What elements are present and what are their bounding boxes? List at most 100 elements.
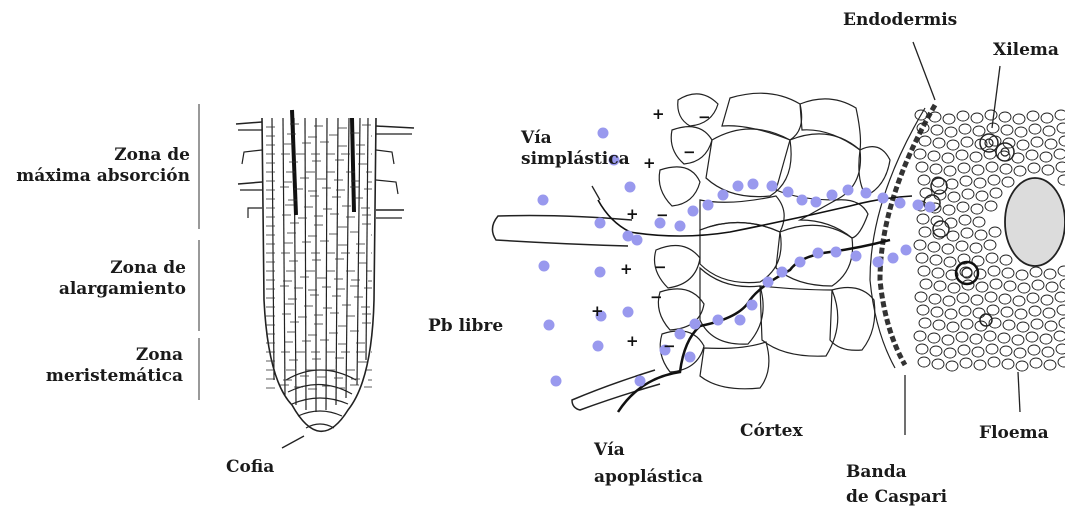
vascular-cell — [1043, 308, 1055, 318]
lead-ion-dot — [713, 315, 724, 326]
lead-ion-dot — [625, 182, 636, 193]
lead-ion-dot — [635, 376, 646, 387]
vascular-cell — [1046, 282, 1058, 292]
vascular-cell — [917, 214, 929, 224]
charge-minus: − — [663, 339, 676, 354]
vascular-cell — [914, 331, 926, 341]
lead-ion-dot — [675, 221, 686, 232]
vascular-cell — [956, 150, 968, 160]
vascular-cell — [970, 334, 982, 344]
vascular-cell — [961, 319, 973, 329]
vascular-cell — [918, 357, 930, 367]
vascular-cell — [1003, 320, 1015, 330]
vascular-cell — [1044, 360, 1056, 370]
lead-ion-dot — [735, 315, 746, 326]
vascular-cell — [1000, 164, 1012, 174]
vascular-cell — [974, 360, 986, 370]
vascular-cell — [986, 253, 998, 263]
vascular-cell — [1057, 123, 1065, 133]
vascular-cell — [1000, 346, 1012, 356]
vascular-cell — [988, 357, 1000, 367]
vascular-cell — [985, 201, 997, 211]
charge-minus: − — [654, 260, 667, 275]
vascular-cell — [931, 307, 943, 317]
vascular-cell — [1027, 111, 1039, 121]
vascular-cell — [961, 137, 973, 147]
vascular-cell — [920, 279, 932, 289]
vascular-cell — [928, 242, 940, 252]
vascular-cell — [944, 166, 956, 176]
vascular-cell — [990, 188, 1002, 198]
vascular-cell — [947, 322, 959, 332]
vascular-cell — [1014, 348, 1026, 358]
lead-ion-dot — [748, 179, 759, 190]
vascular-cell — [948, 192, 960, 202]
lead-ion-dot — [888, 253, 899, 264]
vascular-cell — [999, 112, 1011, 122]
lead-ion-dot — [595, 267, 606, 278]
lead-ion-dot — [763, 277, 774, 288]
vascular-cell — [960, 176, 972, 186]
vascular-cell — [956, 332, 968, 342]
label-xilema: Xilema — [993, 40, 1059, 61]
charge-plus: + — [626, 334, 639, 349]
vascular-cell — [945, 127, 957, 137]
vascular-cell — [945, 309, 957, 319]
vascular-cell — [1054, 331, 1065, 341]
vascular-cell — [975, 230, 987, 240]
vascular-cell — [1042, 165, 1054, 175]
vascular-cell — [929, 294, 941, 304]
vascular-cell — [1014, 166, 1026, 176]
vascular-cell — [956, 241, 968, 251]
vascular-cell — [1045, 139, 1057, 149]
vascular-cell — [1015, 309, 1027, 319]
label-line: apoplástica — [594, 467, 703, 488]
vascular-cell — [984, 240, 996, 250]
vascular-cell — [917, 305, 929, 315]
vascular-cell — [1016, 270, 1028, 280]
vascular-cell — [919, 318, 931, 328]
vascular-cell — [1030, 267, 1042, 277]
lead-ion-dot — [544, 320, 555, 331]
root-tip-drawing — [236, 110, 414, 448]
vascular-cell — [1001, 307, 1013, 317]
vascular-cell — [1058, 357, 1065, 367]
lead-ion-dot — [718, 190, 729, 201]
vascular-cell — [1018, 283, 1030, 293]
vascular-cell — [919, 136, 931, 146]
vascular-cell — [971, 113, 983, 123]
vascular-cell — [933, 138, 945, 148]
vascular-cell — [1001, 125, 1013, 135]
vascular-cell — [1028, 345, 1040, 355]
vascular-cell — [915, 292, 927, 302]
label-via-simplastica: Vía simplástica — [521, 128, 630, 170]
vascular-cell — [920, 188, 932, 198]
vascular-cell — [960, 358, 972, 368]
vascular-cell — [1002, 268, 1014, 278]
vascular-cell — [934, 281, 946, 291]
vascular-cell — [998, 333, 1010, 343]
charge-minus: − — [656, 208, 669, 223]
vascular-cell — [930, 346, 942, 356]
vascular-cell — [1056, 162, 1065, 172]
lead-ion-dot — [851, 251, 862, 262]
vascular-cell — [1054, 149, 1065, 159]
symplastic-pathway — [598, 196, 912, 236]
vascular-cell — [1055, 292, 1065, 302]
vascular-cell — [973, 217, 985, 227]
vascular-cell — [1004, 281, 1016, 291]
lead-ion-dot — [795, 257, 806, 268]
vascular-cell — [1017, 140, 1029, 150]
vascular-cell — [1040, 152, 1052, 162]
vascular-cell — [1058, 266, 1065, 276]
vascular-cell — [944, 348, 956, 358]
vascular-cell — [1059, 136, 1065, 146]
label-line: simplástica — [521, 149, 630, 170]
lead-ion-dot — [623, 307, 634, 318]
vascular-cell — [1057, 305, 1065, 315]
lead-ion-dot — [733, 181, 744, 192]
label-line: de Caspari — [846, 487, 947, 508]
vascular-cell — [1026, 332, 1038, 342]
label-zona-alargamiento: Zona de alargamiento — [10, 258, 186, 300]
lead-ion-dot — [901, 245, 912, 256]
